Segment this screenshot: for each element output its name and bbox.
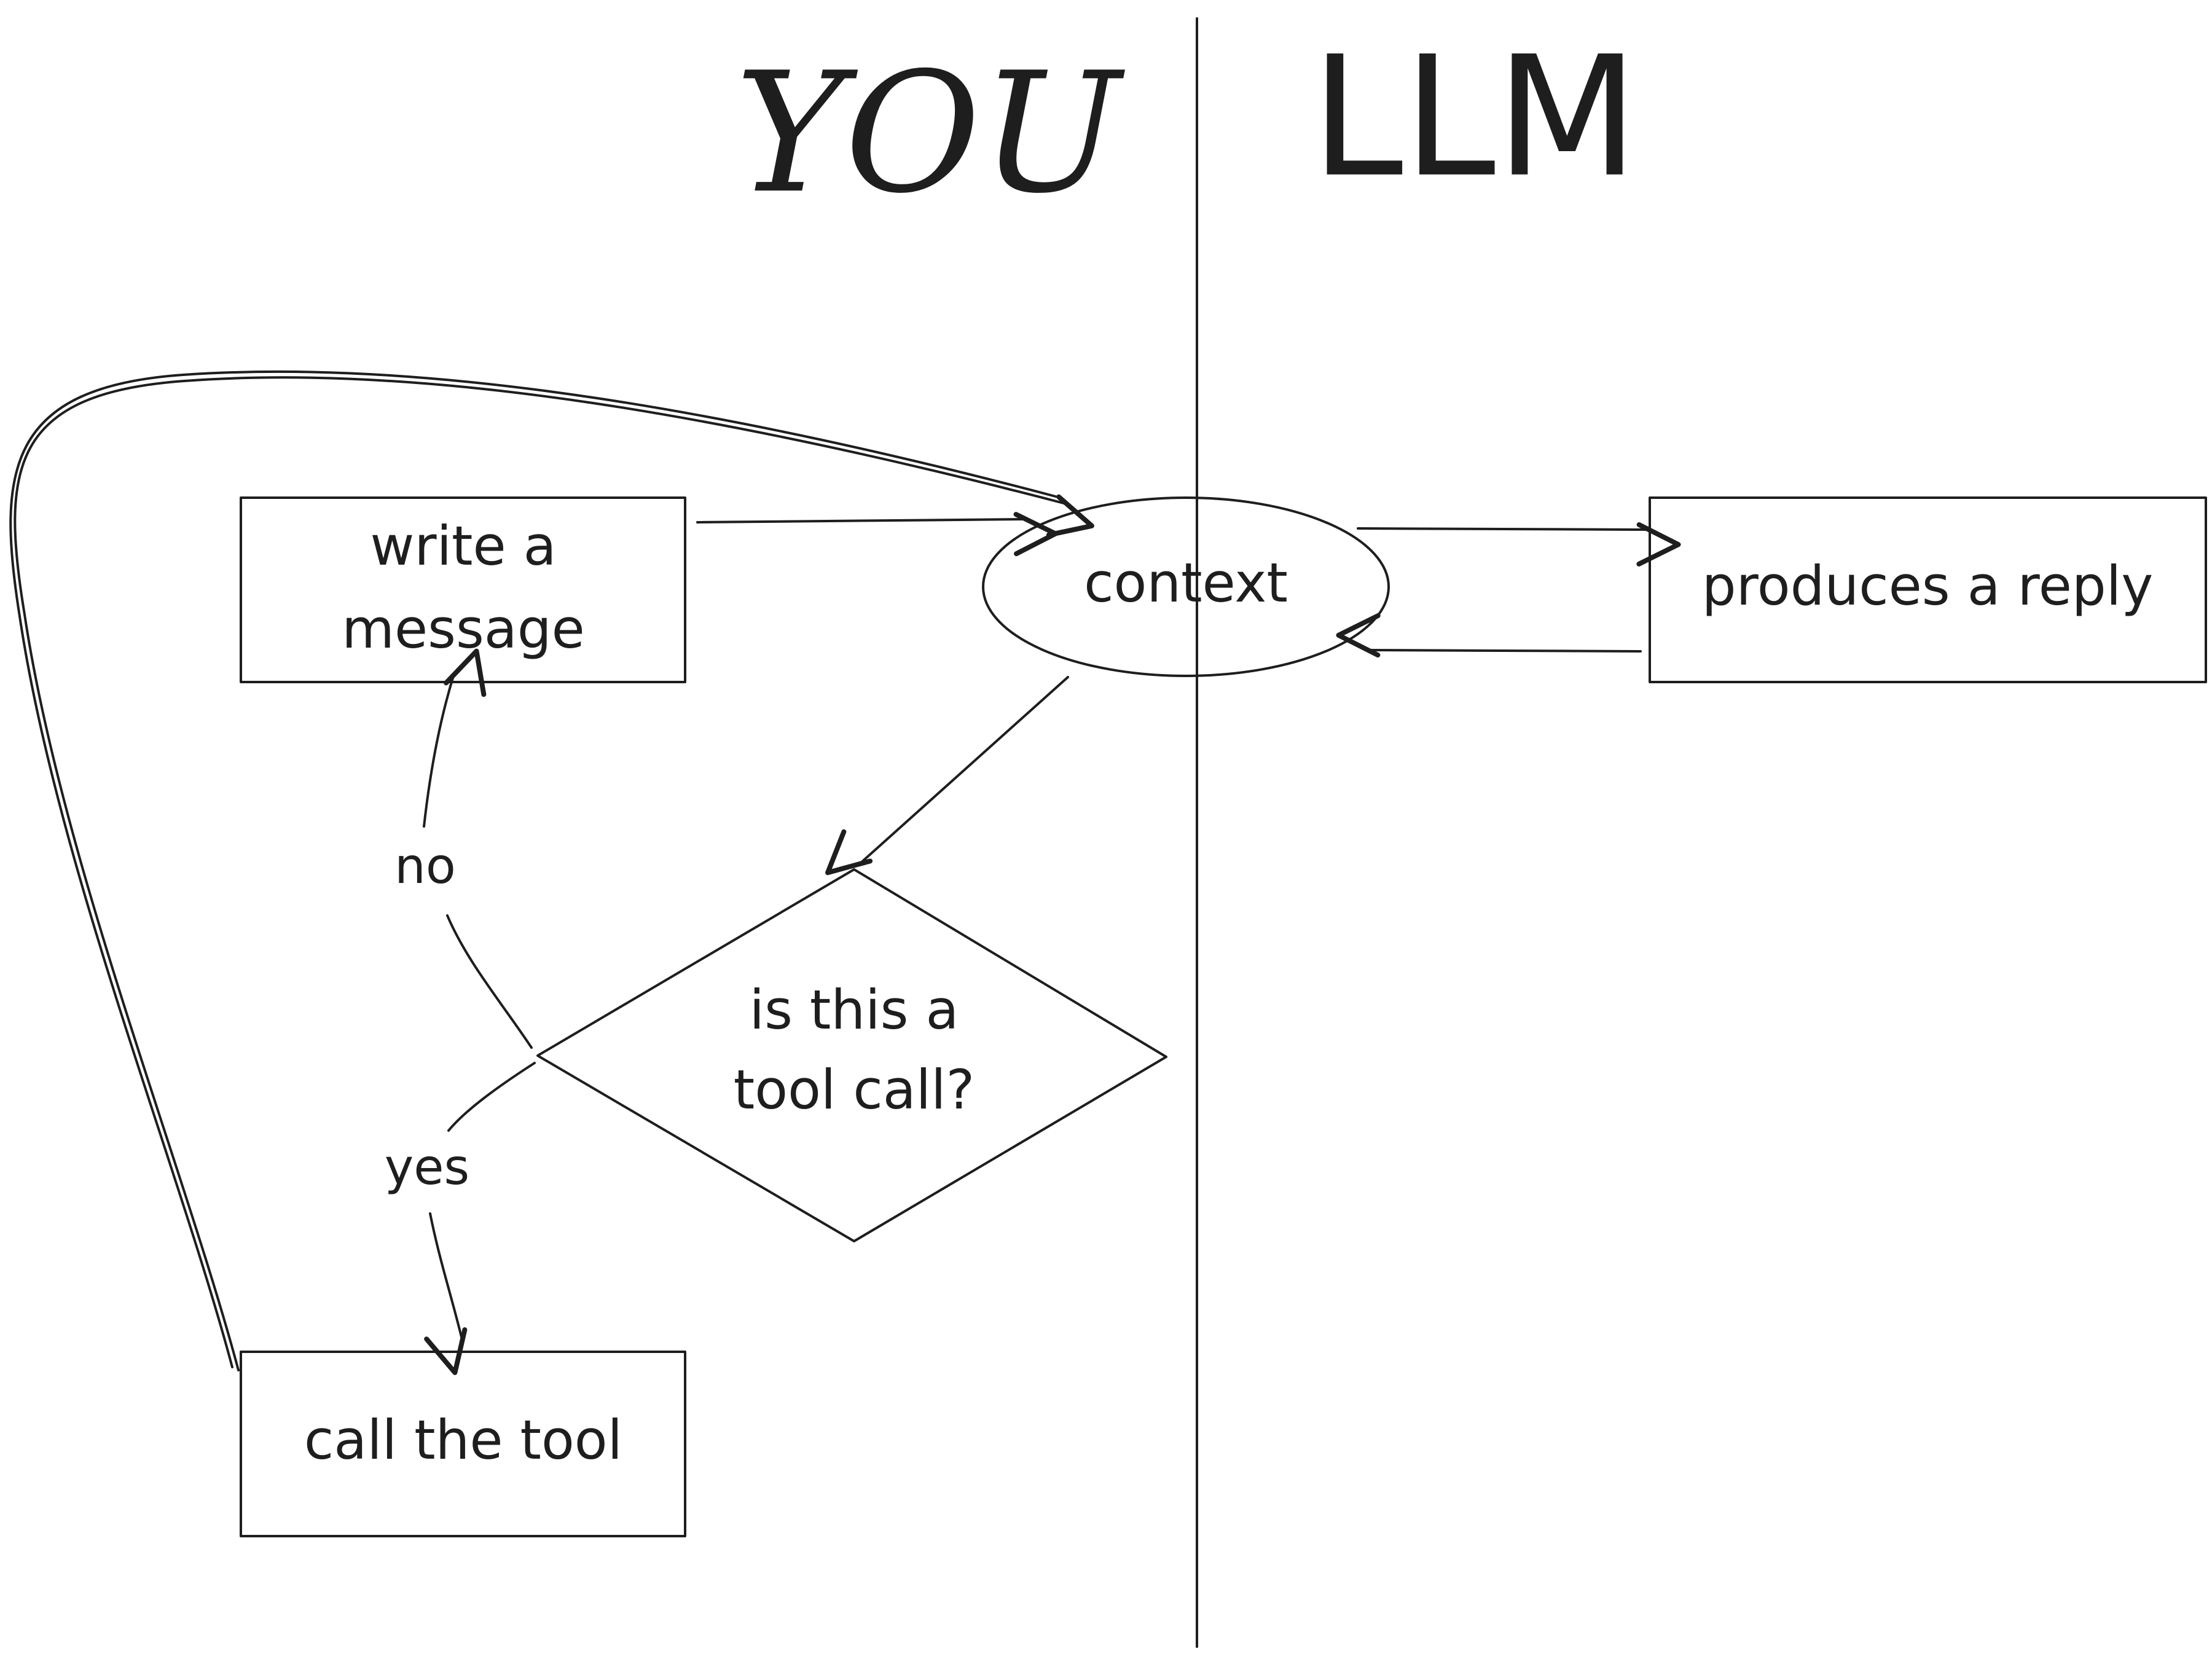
edge-label-no: no <box>394 837 456 895</box>
write-message-label-line2: message <box>342 597 584 661</box>
call-tool-label: call the tool <box>304 1408 622 1472</box>
decision-label-line2: tool call? <box>734 1058 975 1121</box>
decision-label-line1: is this a <box>750 978 959 1041</box>
arrow-message-to-context <box>696 512 1058 557</box>
context-node[interactable] <box>982 496 1390 677</box>
arrow-yes-branch-lower <box>424 1212 468 1375</box>
arrow-tool-result-to-context <box>14 376 1094 1371</box>
lane-title-llm: LLM <box>1311 20 1639 214</box>
arrow-no-branch-lower <box>446 914 533 1049</box>
lane-title-you: YOU <box>735 36 1126 230</box>
arrow-reply-to-context <box>1336 613 1642 658</box>
arrow-context-to-reply <box>1357 522 1681 567</box>
produces-reply-box[interactable] <box>1649 496 2207 683</box>
edge-label-yes: yes <box>385 1139 469 1196</box>
write-message-label-line1: write a <box>370 514 556 578</box>
arrow-tool-result-to-context-echo <box>9 370 1057 1368</box>
context-label: context <box>1084 551 1288 614</box>
produces-reply-label: produces a reply <box>1702 554 2154 618</box>
arrow-yes-branch-upper <box>447 1062 536 1132</box>
arrow-no-branch-upper <box>423 648 487 828</box>
tool-call-decision[interactable] <box>536 868 1167 1242</box>
arrow-context-to-decision <box>825 676 1069 876</box>
